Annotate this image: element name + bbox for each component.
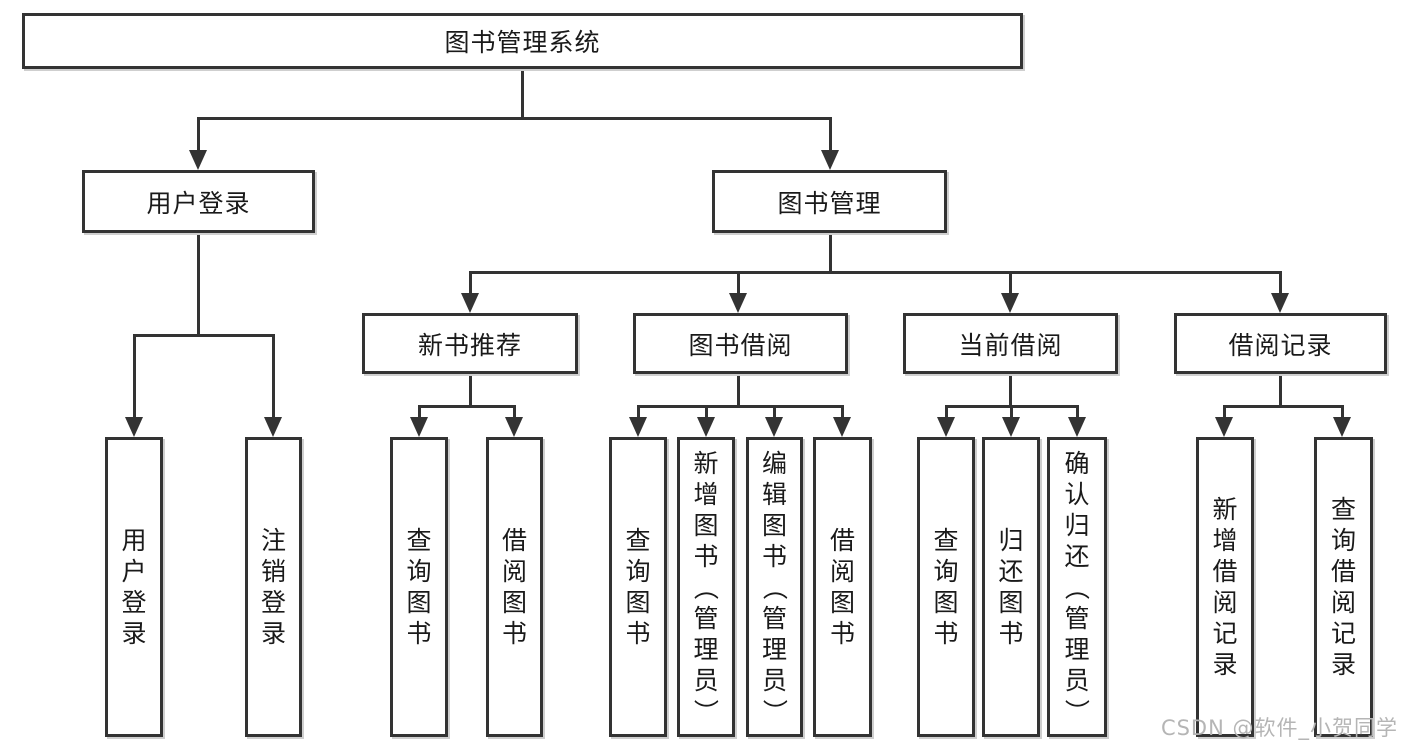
arrowhead-bb-query-icon (629, 417, 647, 437)
leaf-logout: 注销登录 (245, 437, 302, 737)
connector-book-mgmt-stem (829, 232, 832, 274)
connector-book-borrow-stem (737, 372, 740, 408)
arrowhead-book-mgmt-icon (821, 150, 839, 170)
arrowhead-br-add-icon (1215, 417, 1233, 437)
leaf-bb-add-books-admin: 新增图书（管理员） (677, 437, 735, 737)
node-root: 图书管理系统 (22, 13, 1023, 69)
node-book-borrow-label: 图书借阅 (688, 330, 793, 360)
node-borrow-records-label: 借阅记录 (1228, 330, 1333, 360)
connector-new-book-rec-stem (469, 372, 472, 408)
connector-drop-new-book-rec (469, 271, 472, 295)
connector-group1-bar (133, 334, 275, 337)
connector-drop-rec-query (418, 405, 421, 419)
arrowhead-current-borrow-icon (1001, 293, 1019, 313)
leaf-rec-borrow-books: 借阅图书 (486, 437, 543, 737)
connector-level2-bar (197, 117, 832, 120)
arrowhead-user-login-icon (189, 150, 207, 170)
leaf-bb-borrow-books: 借阅图书 (813, 437, 872, 737)
connector-drop-br-add (1223, 405, 1226, 419)
arrowhead-bb-borrow-icon (833, 417, 851, 437)
arrowhead-br-query-icon (1333, 417, 1351, 437)
arrowhead-cb-return-icon (1002, 417, 1020, 437)
node-user-login: 用户登录 (82, 170, 315, 233)
leaf-rec-query-books: 查询图书 (390, 437, 448, 737)
connector-borrow-records-stem (1279, 372, 1282, 408)
arrowhead-bb-add-icon (697, 417, 715, 437)
arrowhead-borrow-records-icon (1271, 293, 1289, 313)
arrowhead-rec-query-icon (410, 417, 428, 437)
arrowhead-leaf-logout-icon (264, 417, 282, 437)
connector-drop-user-login (197, 117, 200, 152)
arrowhead-bb-edit-icon (765, 417, 783, 437)
connector-root-stem (521, 67, 524, 118)
node-book-mgmt: 图书管理 (712, 170, 947, 233)
node-book-borrow: 图书借阅 (633, 313, 848, 374)
connector-drop-leaf-login (133, 334, 136, 419)
node-new-book-rec-label: 新书推荐 (417, 330, 522, 360)
leaf-cb-query-books: 查询图书 (917, 437, 975, 737)
leaf-bb-query-books: 查询图书 (609, 437, 667, 737)
node-current-borrow-label: 当前借阅 (958, 330, 1063, 360)
leaf-cb-return-books: 归还图书 (982, 437, 1040, 737)
leaf-user-login: 用户登录 (105, 437, 163, 737)
watermark-text: CSDN @软件_小贺同学 (1160, 716, 1398, 740)
connector-drop-book-borrow (737, 271, 740, 295)
node-user-login-label: 用户登录 (146, 188, 251, 218)
connector-drop-current-borrow (1009, 271, 1012, 295)
connector-drop-book-mgmt (829, 117, 832, 152)
connector-drop-cb-return (1010, 405, 1013, 419)
connector-drop-borrow-records (1279, 271, 1282, 295)
connector-level3-bar (469, 271, 1282, 274)
connector-user-login-stem (197, 232, 200, 337)
connector-drop-cb-confirm (1076, 405, 1079, 419)
connector-drop-cb-query (945, 405, 948, 419)
arrowhead-cb-query-icon (937, 417, 955, 437)
leaf-br-add-record: 新增借阅记录 (1196, 437, 1254, 737)
connector-drop-bb-add (705, 405, 708, 419)
arrowhead-leaf-login-icon (125, 417, 143, 437)
node-new-book-rec: 新书推荐 (362, 313, 578, 374)
connector-drop-br-query (1341, 405, 1344, 419)
connector-group2-bar (418, 405, 516, 408)
node-borrow-records: 借阅记录 (1174, 313, 1387, 374)
connector-drop-bb-query (637, 405, 640, 419)
connector-drop-rec-borrow (513, 405, 516, 419)
arrowhead-rec-borrow-icon (505, 417, 523, 437)
leaf-cb-confirm-return-admin: 确认归还（管理员） (1047, 437, 1107, 737)
connector-drop-leaf-logout (272, 334, 275, 419)
connector-drop-bb-borrow (841, 405, 844, 419)
node-root-label: 图书管理系统 (444, 28, 601, 57)
connector-group5-bar (1223, 405, 1344, 408)
connector-drop-bb-edit (773, 405, 776, 419)
leaf-br-query-record: 查询借阅记录 (1314, 437, 1373, 737)
leaf-bb-edit-books-admin: 编辑图书（管理员） (746, 437, 803, 737)
arrowhead-new-book-rec-icon (461, 293, 479, 313)
connector-current-borrow-stem (1009, 372, 1012, 408)
arrowhead-book-borrow-icon (729, 293, 747, 313)
arrowhead-cb-confirm-icon (1068, 417, 1086, 437)
node-book-mgmt-label: 图书管理 (777, 188, 882, 218)
node-current-borrow: 当前借阅 (903, 313, 1118, 374)
connector-group3-bar (637, 405, 844, 408)
